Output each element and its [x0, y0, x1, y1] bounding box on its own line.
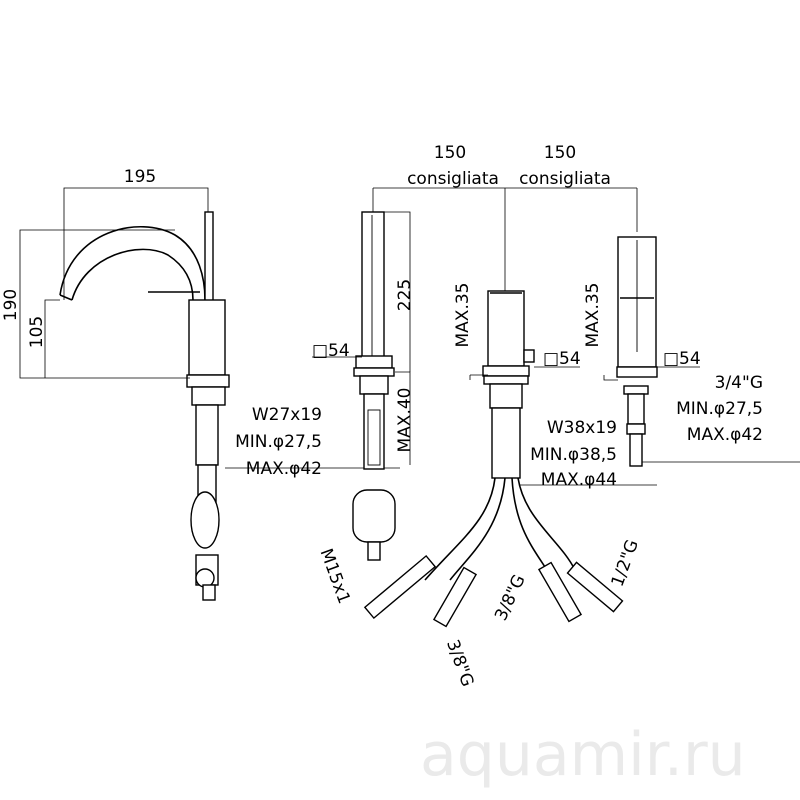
mixer-max-deck: MAX.35 — [583, 283, 603, 348]
spout-thread: W27x19 — [252, 405, 322, 425]
diverter-min-hole: MIN.φ38,5 — [530, 445, 617, 465]
hand-shower-base-size: □54 — [312, 341, 350, 361]
mixer-base-size: □54 — [663, 349, 701, 369]
diverter-connection-3: 1/2"G — [608, 537, 643, 589]
diverter-max-hole: MAX.φ44 — [541, 470, 617, 490]
diverter-base-size: □54 — [543, 349, 581, 369]
mixer-drawing — [616, 236, 658, 467]
diverter-connection-1: 3/8"G — [491, 572, 530, 624]
spacing-1-note: consigliata — [407, 169, 499, 189]
spacing-1-value: 150 — [434, 143, 466, 163]
hand-shower-drawing — [352, 211, 396, 561]
diverter-thread: W38x19 — [547, 418, 617, 438]
hand-shower-length-dim: 225 — [395, 279, 415, 311]
spout-max-hole: MAX.φ42 — [246, 459, 322, 479]
hose-thread: M15x1 — [316, 546, 354, 607]
spacing-2-value: 150 — [544, 143, 576, 163]
spout-min-hole: MIN.φ27,5 — [235, 432, 322, 452]
overall-height-dim: 190 — [1, 289, 21, 321]
diverter-connection-2: 3/8"G — [442, 637, 477, 689]
spacing-2-note: consigliata — [519, 169, 611, 189]
hand-shower-dimensions — [312, 188, 411, 465]
diverter-max-deck: MAX.35 — [453, 283, 473, 348]
spout-drawing — [59, 211, 230, 601]
spout-height-dim: 105 — [27, 316, 47, 348]
hand-shower-max-deck: MAX.40 — [395, 388, 415, 453]
diverter-drawing — [363, 290, 624, 628]
spout-width-dim: 195 — [124, 167, 156, 187]
mixer-min-hole: MIN.φ27,5 — [676, 399, 763, 419]
mixer-thread: 3/4"G — [715, 373, 763, 393]
watermark: aquamir.ru — [420, 720, 746, 790]
diverter-dimensions — [469, 366, 657, 486]
mixer-dimensions — [603, 366, 800, 463]
mixer-max-hole: MAX.φ42 — [687, 425, 763, 445]
